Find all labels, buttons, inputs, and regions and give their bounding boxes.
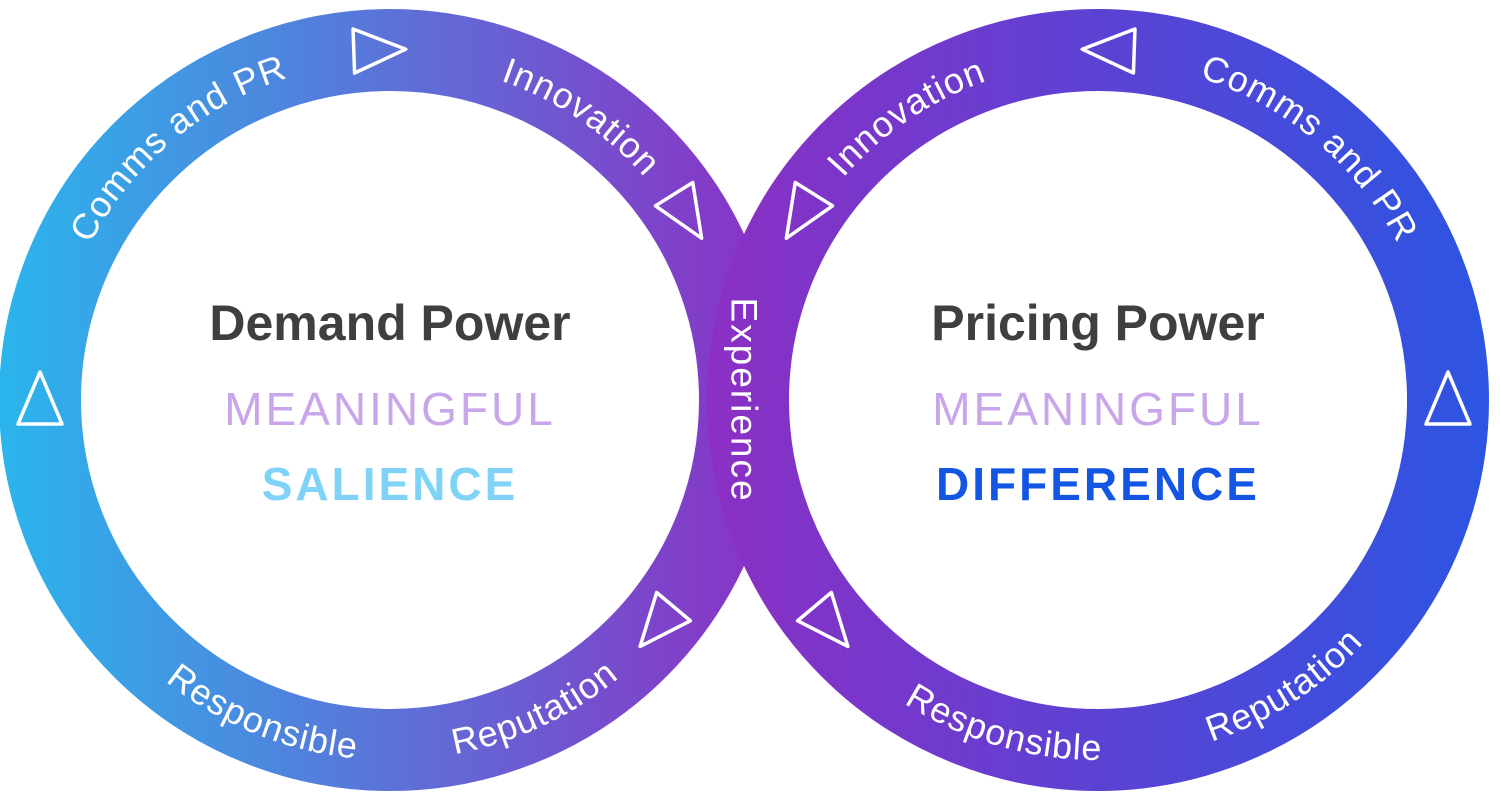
experience-label: Experience: [724, 297, 765, 502]
right-loop-difference-label: DIFFERENCE: [936, 458, 1260, 510]
right-loop-meaningful-label: MEANINGFUL: [932, 383, 1264, 435]
right-ring: [707, 9, 1489, 791]
right-loop-title: Pricing Power: [931, 295, 1264, 351]
left-loop-salience-label: SALIENCE: [262, 458, 519, 510]
left-loop-title: Demand Power: [209, 295, 570, 351]
left-loop-meaningful-label: MEANINGFUL: [224, 383, 556, 435]
